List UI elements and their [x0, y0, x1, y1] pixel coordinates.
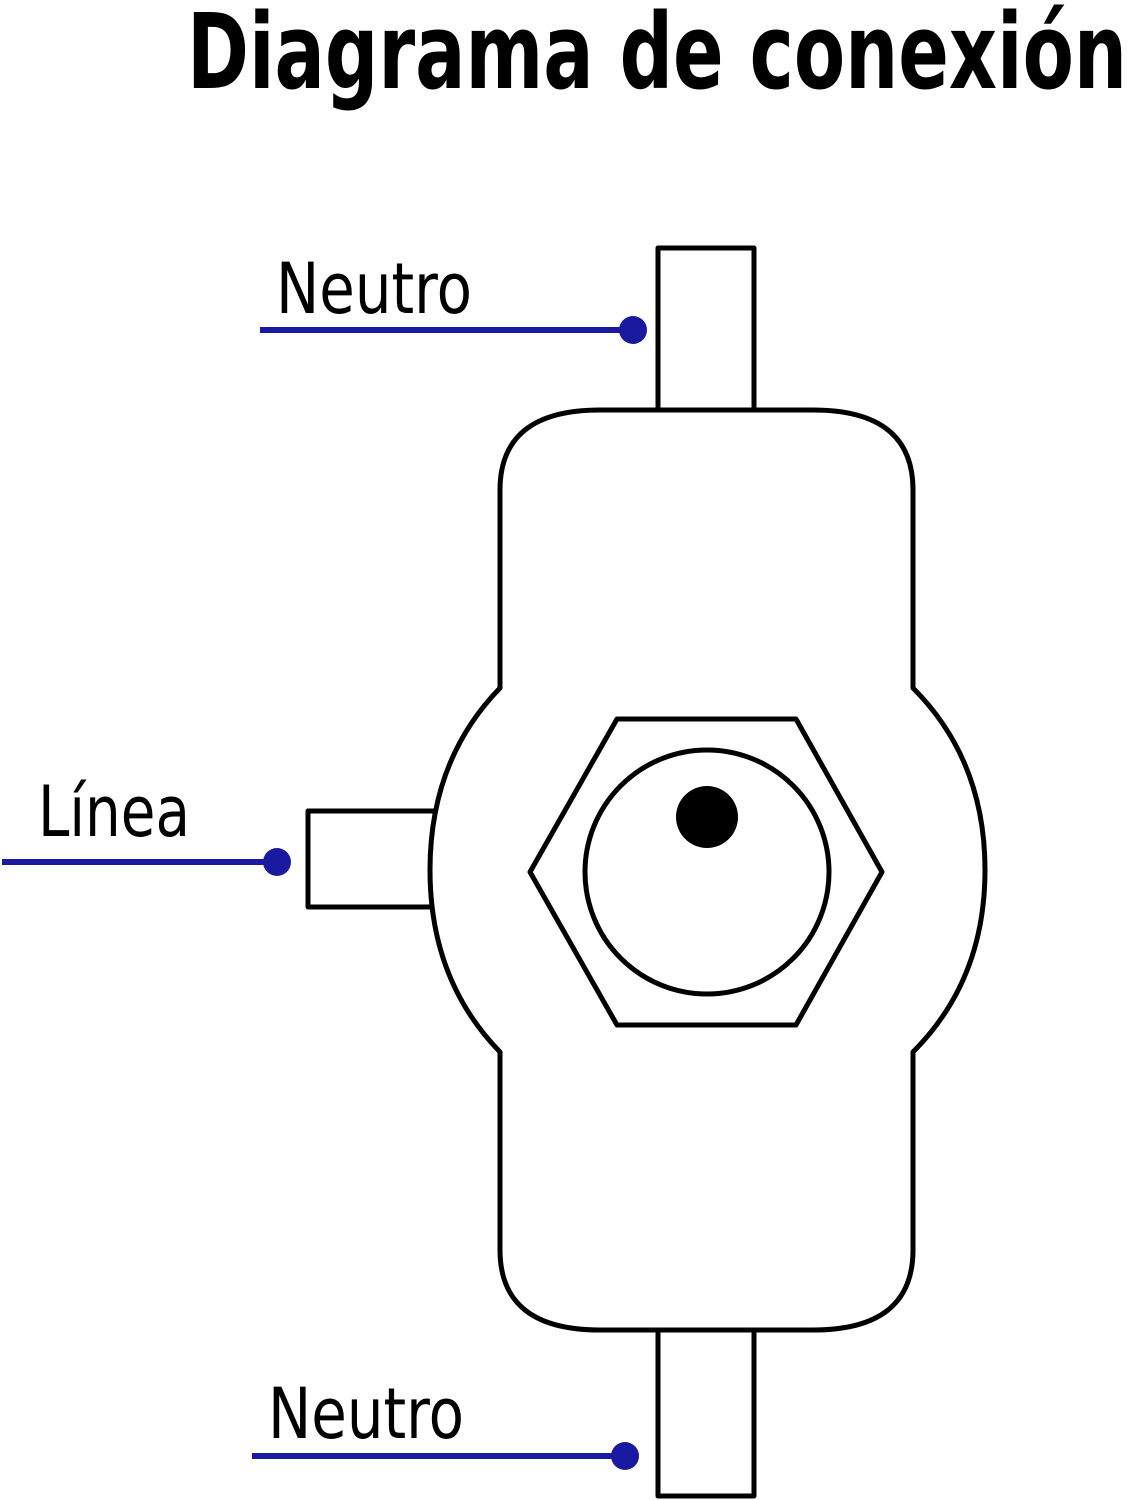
diagram-title: Diagrama de conexión	[187, 0, 1127, 113]
label-bottom-neutral: Neutro	[268, 1373, 464, 1455]
line-wire-dot	[263, 848, 291, 876]
label-line: Línea	[38, 771, 190, 853]
top-neutral-terminal	[655, 245, 757, 416]
center-contact-dot	[676, 786, 738, 848]
top-neutral-wire-dot	[619, 316, 647, 344]
label-top-neutral: Neutro	[276, 248, 472, 330]
bottom-neutral-wire-dot	[611, 1442, 639, 1470]
line-terminal	[305, 808, 443, 910]
inner-cap	[582, 747, 832, 997]
bottom-neutral-terminal	[655, 1325, 757, 1499]
